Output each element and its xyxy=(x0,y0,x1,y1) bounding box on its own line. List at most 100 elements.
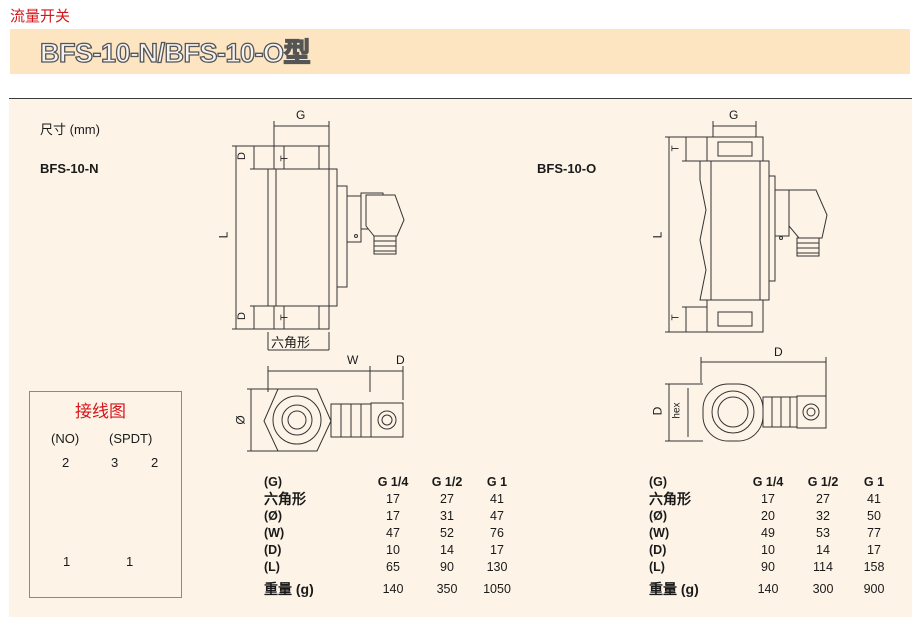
dim-g-o: G xyxy=(729,108,739,122)
table-cell: 900 xyxy=(863,582,885,596)
table-cell: 52 xyxy=(440,526,454,540)
dim-d-top-n: D xyxy=(235,152,248,160)
table-cell: 10 xyxy=(386,543,400,557)
table-cell: 90 xyxy=(761,560,775,574)
table-row: 六角形 17 27 41 xyxy=(649,491,899,508)
table-row: (Ø) 20 32 50 xyxy=(649,508,899,525)
table-row: (Ø) 17 31 47 xyxy=(264,508,522,525)
dim-l-n: L xyxy=(216,231,231,239)
table-cell: 17 xyxy=(386,509,400,523)
table-cell: 114 xyxy=(813,560,833,574)
table-cell: 1050 xyxy=(483,582,511,596)
table-cell: 31 xyxy=(440,509,454,523)
table-row: (W) 47 52 76 xyxy=(264,525,522,542)
wiring-no-terminal-top: 2 xyxy=(62,455,70,470)
table-cell: 130 xyxy=(486,560,508,574)
table-cell: 14 xyxy=(816,543,830,557)
table-header-cell: G 1 xyxy=(486,475,508,489)
table-cell: 65 xyxy=(386,560,400,574)
wiring-no-label: (NO) xyxy=(51,431,80,446)
dim-d-side-o: D xyxy=(650,406,665,416)
wiring-spdt-label: (SPDT) xyxy=(109,431,153,446)
dim-g-n: G xyxy=(296,108,306,122)
table-cell: 77 xyxy=(867,526,881,540)
title-band xyxy=(10,29,910,74)
dim-d-top-o: D xyxy=(774,345,783,359)
table-cell: 49 xyxy=(761,526,775,540)
table-cell: 158 xyxy=(863,560,885,574)
row-label: (Ø) xyxy=(649,509,668,523)
row-label: (W) xyxy=(649,526,670,540)
row-label: 六角形 xyxy=(649,491,691,507)
dim-phi-n: Ø xyxy=(233,415,248,425)
table-row: (D) 10 14 17 xyxy=(649,542,899,559)
dim-t-top-n: T xyxy=(279,155,291,162)
table-cell: 47 xyxy=(490,509,504,523)
table-cell: 17 xyxy=(490,543,504,557)
table-cell: 41 xyxy=(490,492,504,506)
table-cell: 90 xyxy=(440,560,454,574)
table-cell: 47 xyxy=(386,526,400,540)
bfs-10-o-top-view xyxy=(665,357,827,442)
model-label-o: BFS-10-O xyxy=(537,161,597,176)
table-row: 重量 (g) 140 300 900 xyxy=(649,576,899,598)
bfs-10-n-front-view xyxy=(232,121,405,351)
dim-t-bottom-o: T xyxy=(670,314,682,321)
dim-d-side-n: D xyxy=(396,353,405,367)
table-cell: 27 xyxy=(440,492,454,506)
dim-t-top-o: T xyxy=(670,145,682,152)
wiring-title: 接线图 xyxy=(75,402,126,421)
row-label: (W) xyxy=(264,526,285,540)
table-cell: 17 xyxy=(867,543,881,557)
wiring-spdt-terminal-left: 3 xyxy=(111,455,119,470)
wiring-diagram-box xyxy=(29,391,182,598)
table-header-row: (G) G 1/4 G 1/2 G 1 xyxy=(264,474,522,491)
table-cell: 41 xyxy=(867,492,881,506)
table-cell: 17 xyxy=(761,492,775,506)
dim-d-bottom-n: D xyxy=(235,312,248,320)
wiring-spdt-terminal-bottom: 1 xyxy=(126,554,134,569)
table-row: (L) 65 90 130 xyxy=(264,559,522,576)
wiring-no-terminal-bottom: 1 xyxy=(63,554,71,569)
table-row: (D) 10 14 17 xyxy=(264,542,522,559)
table-header-cell: G 1/2 xyxy=(807,475,839,489)
dim-l-o: L xyxy=(650,231,665,239)
table-cell: 140 xyxy=(757,582,779,596)
table-cell: 32 xyxy=(816,509,830,523)
table-header-row: (G) G 1/4 G 1/2 G 1 xyxy=(649,474,899,491)
table-cell: 20 xyxy=(761,509,775,523)
table-row: (L) 90 114 158 xyxy=(649,559,899,576)
table-header-cell: G 1 xyxy=(863,475,885,489)
dim-t-bottom-n: T xyxy=(279,314,291,321)
wiring-spdt-terminal-right: 2 xyxy=(151,455,159,470)
table-header-cell: G 1/2 xyxy=(431,475,463,489)
row-label: (L) xyxy=(649,560,665,574)
hex-label-n: 六角形 xyxy=(271,335,311,350)
page-title: BFS-10-N/BFS-10-O型 xyxy=(39,37,311,68)
row-label: 重量 (g) xyxy=(264,581,314,597)
table-cell: 27 xyxy=(816,492,830,506)
row-label: (L) xyxy=(264,560,280,574)
row-label: 重量 (g) xyxy=(649,581,699,597)
table-cell: 300 xyxy=(812,582,834,596)
table-cell: 76 xyxy=(490,526,504,540)
table-cell: 350 xyxy=(436,582,458,596)
table-cell: 17 xyxy=(386,492,400,506)
table-header-cell: (G) xyxy=(264,475,283,489)
row-label: (D) xyxy=(264,543,282,557)
table-cell: 10 xyxy=(761,543,775,557)
spec-table-n: (G) G 1/4 G 1/2 G 1 六角形 17 27 41 (Ø) 17 … xyxy=(264,474,522,598)
model-label-n: BFS-10-N xyxy=(40,161,99,176)
row-label: 六角形 xyxy=(264,491,306,507)
table-cell: 140 xyxy=(382,582,404,596)
table-header-cell: (G) xyxy=(649,475,668,489)
row-label: (Ø) xyxy=(264,509,283,523)
dim-w-n: W xyxy=(347,353,359,367)
table-row: 重量 (g) 140 350 1050 xyxy=(264,576,522,598)
dimension-unit-label: 尺寸 (mm) xyxy=(40,122,100,137)
table-header-cell: G 1/4 xyxy=(752,475,784,489)
spec-table-o: (G) G 1/4 G 1/2 G 1 六角形 17 27 41 (Ø) 20 … xyxy=(649,474,899,598)
table-header-cell: G 1/4 xyxy=(377,475,409,489)
table-row: (W) 49 53 77 xyxy=(649,525,899,542)
